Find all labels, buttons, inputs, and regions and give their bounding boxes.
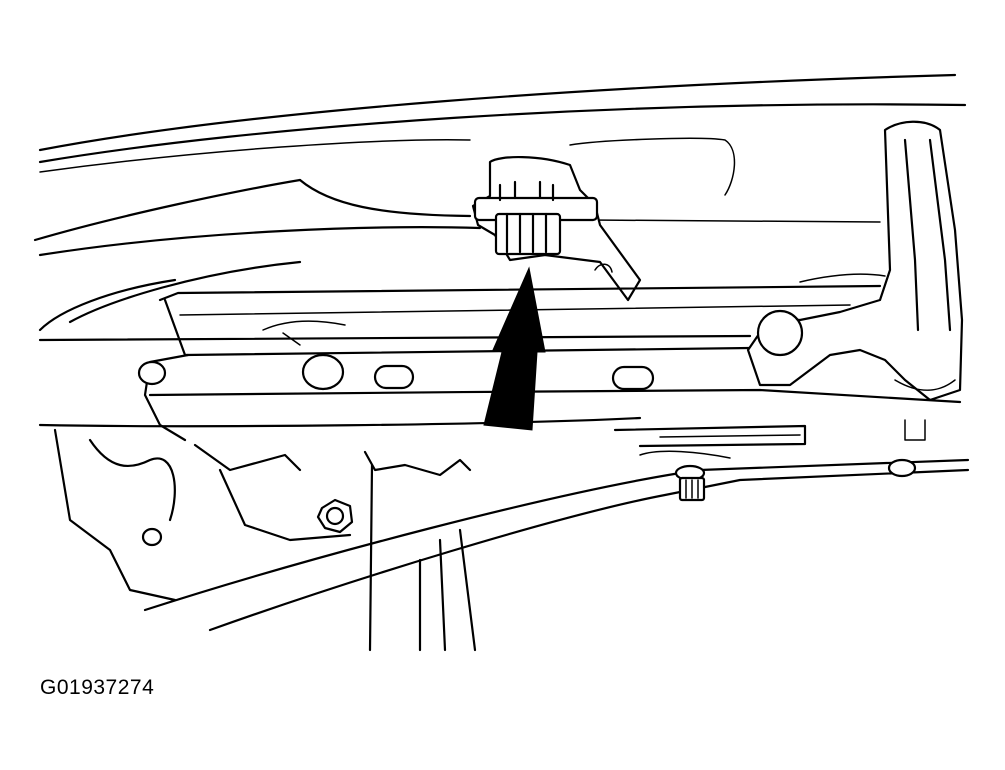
bolt-head-icon — [316, 498, 354, 534]
recliner-bracket — [746, 120, 964, 441]
upper-body-panel-lines — [33, 73, 967, 332]
electrical-connector-icon — [471, 156, 642, 302]
seat-track-rail — [38, 284, 962, 448]
upward-pointing-arrow-icon — [483, 266, 546, 431]
floor-bolt-icon — [674, 464, 706, 502]
figure-id-label: G01937274 — [40, 676, 155, 699]
lower-floor-structure — [53, 428, 970, 652]
